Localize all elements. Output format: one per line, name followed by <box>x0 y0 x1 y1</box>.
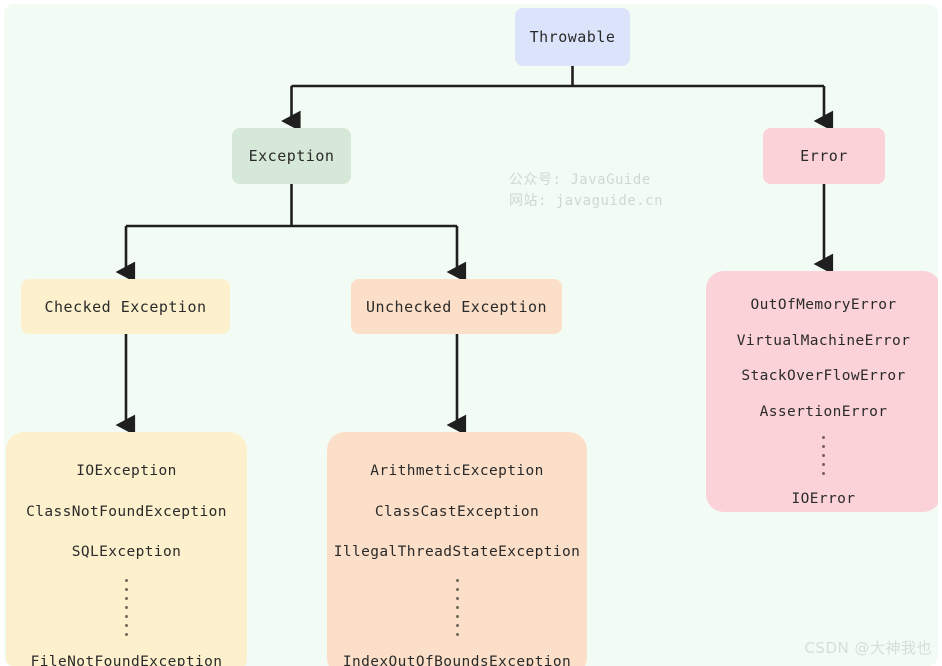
list-item: IOError <box>791 491 856 507</box>
list-item: ArithmeticException <box>370 463 544 479</box>
list-item: ClassNotFoundException <box>26 503 227 520</box>
node-exception[interactable]: Exception <box>232 128 351 184</box>
watermark-javaguide-line2: 网站: javaguide.cn <box>509 193 664 209</box>
list-item: StackOverFlowError <box>741 368 906 384</box>
node-checked-exception-label: Checked Exception <box>44 297 207 316</box>
node-error[interactable]: Error <box>763 128 885 184</box>
vertical-ellipsis-icon <box>455 576 459 639</box>
list-item: IllegalThreadStateException <box>333 544 581 560</box>
node-error-list[interactable]: OutOfMemoryError VirtualMachineError Sta… <box>706 271 938 512</box>
node-unchecked-exception[interactable]: Unchecked Exception <box>351 279 562 334</box>
node-throwable-label: Throwable <box>529 28 616 46</box>
vertical-ellipsis-icon <box>125 576 128 639</box>
list-item: FileNotFoundException <box>30 653 223 666</box>
watermark-javaguide-line1: 公众号: JavaGuide <box>509 172 651 188</box>
node-checked-exception[interactable]: Checked Exception <box>21 279 230 334</box>
diagram-canvas: Throwable Exception Error Checked Except… <box>4 4 938 666</box>
list-item: VirtualMachineError <box>736 332 911 349</box>
watermark-csdn: CSDN @大神我也 <box>804 639 932 657</box>
list-item: ClassCastException <box>374 503 540 520</box>
node-unchecked-exception-label: Unchecked Exception <box>365 297 548 316</box>
list-item: SQLException <box>71 544 182 560</box>
watermark-javaguide: 公众号: JavaGuide 网站: javaguide.cn <box>509 170 663 212</box>
node-exception-label: Exception <box>248 147 335 165</box>
list-item: IndexOutOfBoundsException <box>342 653 572 666</box>
list-item: OutOfMemoryError <box>750 297 897 313</box>
node-unchecked-exception-list[interactable]: ArithmeticException ClassCastException I… <box>327 432 587 666</box>
list-item: AssertionError <box>759 403 888 420</box>
node-error-label: Error <box>800 147 848 165</box>
node-checked-exception-list[interactable]: IOException ClassNotFoundException SQLEx… <box>6 432 247 666</box>
vertical-ellipsis-icon <box>822 433 825 478</box>
list-item: IOException <box>76 463 177 479</box>
node-throwable[interactable]: Throwable <box>515 8 630 66</box>
